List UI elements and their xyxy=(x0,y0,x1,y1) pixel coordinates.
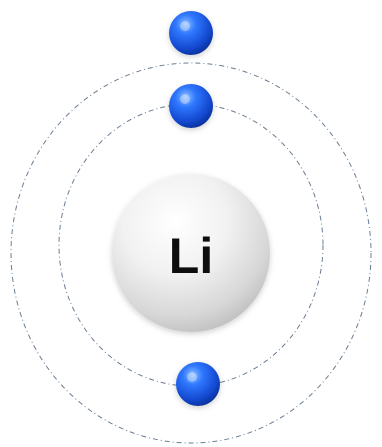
electron xyxy=(169,84,213,128)
nucleus xyxy=(112,174,270,332)
outer-orbit xyxy=(10,62,372,444)
nucleus-symbol: Li xyxy=(169,228,213,284)
electron xyxy=(176,362,220,406)
nucleus-sphere xyxy=(112,174,270,332)
electron xyxy=(169,11,213,55)
inner-orbit xyxy=(58,103,324,387)
